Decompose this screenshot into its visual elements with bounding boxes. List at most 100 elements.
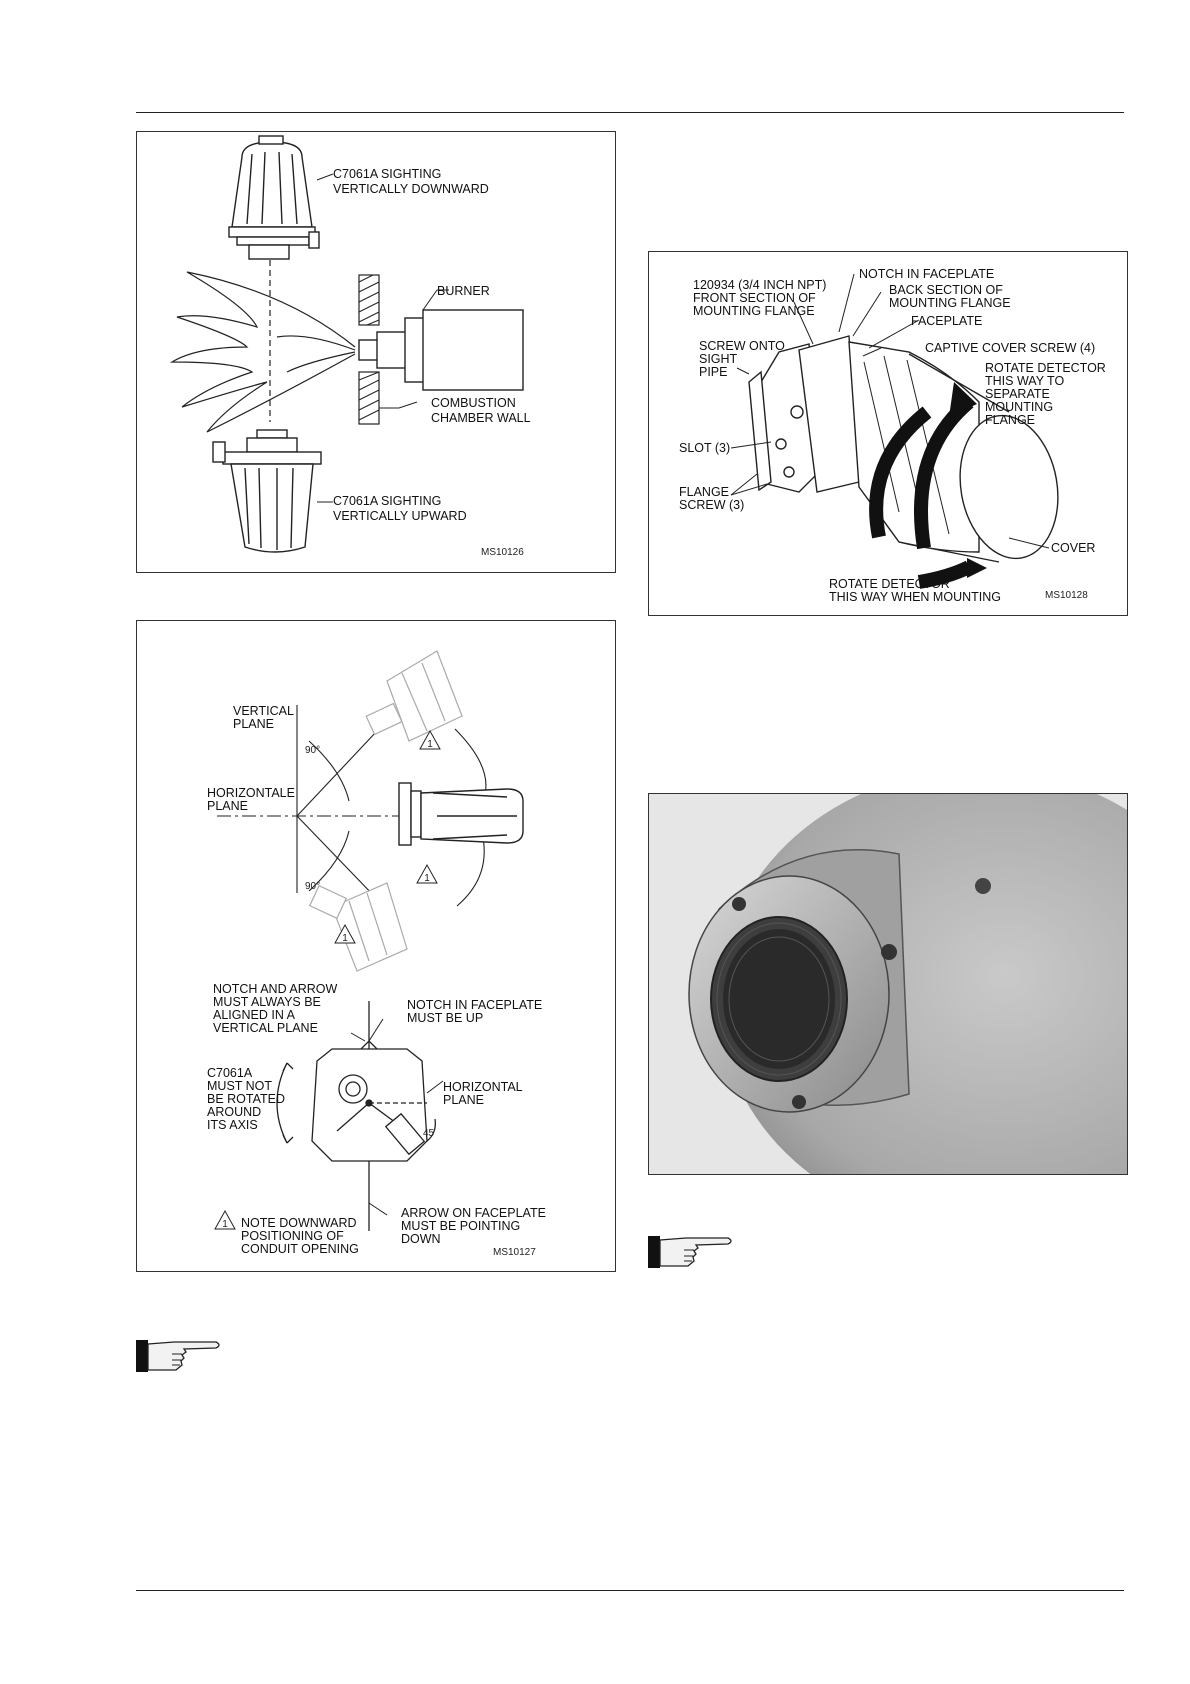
- label-wall-2: CHAMBER WALL: [431, 411, 531, 425]
- rotate-separate-4: MOUNTING: [985, 400, 1053, 414]
- detector-lower-faded-icon: [308, 882, 408, 972]
- not-rotated-2: MUST NOT: [207, 1079, 272, 1093]
- label-top-2: VERTICALLY DOWNWARD: [333, 182, 489, 196]
- header-rule: [136, 112, 1124, 113]
- front-section-1: 120934 (3/4 INCH NPT): [693, 278, 826, 292]
- not-rotated-4: AROUND: [207, 1105, 261, 1119]
- note-3: CONDUIT OPENING: [241, 1242, 359, 1256]
- note-1: NOTE DOWNWARD: [241, 1216, 357, 1230]
- label-burner: BURNER: [437, 284, 490, 298]
- rotate-separate-2: THIS WAY TO: [985, 374, 1064, 388]
- flange-screw-2: SCREW (3): [679, 498, 744, 512]
- detector-horizontal-icon: [398, 782, 524, 846]
- back-section-1: BACK SECTION OF: [889, 283, 1003, 297]
- not-rotated-1: C7061A: [207, 1066, 253, 1080]
- angle-top-label: 90°: [305, 745, 320, 756]
- screw-hole-icon: [975, 878, 991, 894]
- note-marker: 1: [424, 873, 430, 884]
- footer-rule: [136, 1590, 1124, 1591]
- horizontale-plane-2: PLANE: [207, 799, 248, 813]
- label-bottom-1: C7061A SIGHTING: [333, 494, 441, 508]
- not-rotated-5: ITS AXIS: [207, 1118, 258, 1132]
- front-section-2: FRONT SECTION OF: [693, 291, 816, 305]
- vertical-plane-2: PLANE: [233, 717, 274, 731]
- screw-onto-1: SCREW ONTO: [699, 339, 785, 353]
- pointing-hand-icon: [136, 1336, 222, 1381]
- figure-code: MS10127: [493, 1247, 536, 1258]
- captive-screw-label: CAPTIVE COVER SCREW (4): [925, 341, 1095, 355]
- detector-upper-faded-icon: [365, 650, 463, 742]
- notch-arrow-2: MUST ALWAYS BE: [213, 995, 321, 1009]
- note-2: POSITIONING OF: [241, 1229, 344, 1243]
- notch-up-1: NOTCH IN FACEPLATE: [407, 998, 542, 1012]
- screw-hole-icon: [881, 944, 897, 960]
- flame-icon: [169, 271, 356, 433]
- vertical-plane-1: VERTICAL: [233, 704, 294, 718]
- horizontal-plane-2: PLANE: [443, 1093, 484, 1107]
- notch-label: NOTCH IN FACEPLATE: [859, 267, 994, 281]
- notch-arrow-4: VERTICAL PLANE: [213, 1021, 318, 1035]
- note-triangle-icon: [334, 923, 356, 944]
- label-bottom-2: VERTICALLY UPWARD: [333, 509, 467, 523]
- screw-hole-icon: [792, 1095, 806, 1109]
- notch-arrow-1: NOTCH AND ARROW: [213, 982, 338, 996]
- horizontale-plane-1: HORIZONTALE: [207, 786, 295, 800]
- screw-onto-3: PIPE: [699, 365, 728, 379]
- note-marker: 1: [427, 739, 433, 750]
- photo-mounting-flange: [648, 793, 1128, 1175]
- label-wall-1: COMBUSTION: [431, 396, 516, 410]
- slot-label: SLOT (3): [679, 441, 730, 455]
- arrow-down-3: DOWN: [401, 1232, 441, 1246]
- combustion-wall-icon: [358, 274, 380, 425]
- rotate-mount-2: THIS WAY WHEN MOUNTING: [829, 590, 1001, 604]
- flange-screw-1: FLANGE: [679, 485, 729, 499]
- figure-code: MS10128: [1045, 590, 1088, 601]
- front-section-3: MOUNTING FLANGE: [693, 304, 815, 318]
- note-triangle-icon: [419, 729, 441, 750]
- arrow-down-1: ARROW ON FACEPLATE: [401, 1206, 546, 1220]
- back-section-2: MOUNTING FLANGE: [889, 296, 1011, 310]
- angle-bottom-label: 90°: [305, 881, 320, 892]
- note-marker: 1: [222, 1219, 228, 1230]
- arrow-down-2: MUST BE POINTING: [401, 1219, 520, 1233]
- angle-45-label: 45: [423, 1128, 435, 1139]
- note-triangle-icon: [416, 863, 438, 884]
- rotate-mount-1: ROTATE DETECTOR: [829, 577, 950, 591]
- not-rotated-3: BE ROTATED: [207, 1092, 285, 1106]
- label-top-1: C7061A SIGHTING: [333, 167, 441, 181]
- svg-text:120934 (3/4 INCH NPT)FRONT SEC: 120934 (3/4 INCH NPT)FRONT SECTION OFMOU…: [693, 278, 826, 318]
- burner-icon: [358, 309, 524, 391]
- detector-top-icon: [228, 135, 320, 260]
- pointing-hand-icon: [648, 1232, 734, 1277]
- screw-hole-icon: [732, 897, 746, 911]
- rotate-separate-3: SEPARATE: [985, 387, 1050, 401]
- note-triangle-icon: [214, 1209, 236, 1230]
- horizontal-plane-1: HORIZONTAL: [443, 1080, 523, 1094]
- detector-bottom-icon: [212, 429, 322, 553]
- figure-code: MS10126: [481, 547, 524, 558]
- rotate-separate-5: FLANGE: [985, 413, 1035, 427]
- notch-up-2: MUST BE UP: [407, 1011, 483, 1025]
- faceplate-label: FACEPLATE: [911, 314, 982, 328]
- note-marker: 1: [342, 933, 348, 944]
- screw-onto-2: SIGHT: [699, 352, 738, 366]
